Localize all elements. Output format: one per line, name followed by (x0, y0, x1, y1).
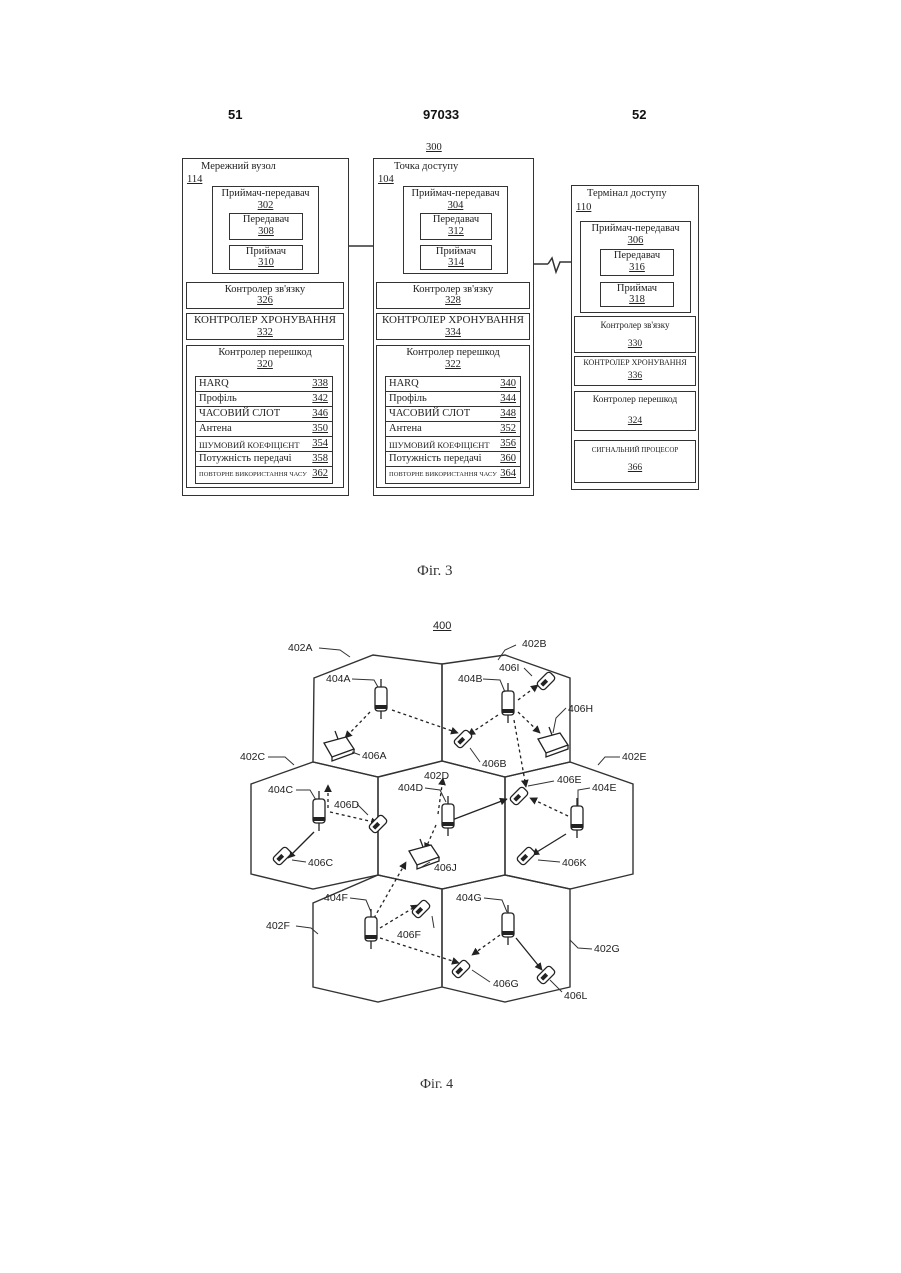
label-404F: 404F (324, 892, 348, 904)
label-406E: 406E (557, 774, 582, 786)
label-402E: 402E (622, 751, 647, 763)
label-402B: 402B (522, 638, 547, 650)
label-402F: 402F (266, 920, 290, 932)
label-406G: 406G (493, 978, 519, 990)
label-406I: 406I (499, 662, 519, 674)
label-402C: 402C (240, 751, 266, 763)
label-402A: 402A (288, 642, 313, 654)
label-406B: 406B (482, 758, 507, 770)
cell-402C (251, 762, 378, 889)
label-404E: 404E (592, 782, 617, 794)
label-406D: 406D (334, 799, 360, 811)
label-404A: 404A (326, 673, 351, 685)
label-406A: 406A (362, 750, 387, 762)
label-404D: 404D (398, 782, 424, 794)
fig4-network-diagram: 402A 402B 402C 402D 402E 402F 402G 404A … (0, 0, 901, 1060)
label-404G: 404G (456, 892, 482, 904)
label-406K: 406K (562, 857, 587, 869)
label-406J: 406J (434, 862, 457, 874)
label-406F: 406F (397, 929, 421, 941)
label-404B: 404B (458, 673, 483, 685)
fig4-caption: Фіг. 4 (420, 1077, 453, 1093)
label-406H: 406H (568, 703, 593, 715)
label-404C: 404C (268, 784, 294, 796)
label-402G: 402G (594, 943, 620, 955)
label-406L: 406L (564, 990, 588, 1002)
label-406C: 406C (308, 857, 334, 869)
label-402D: 402D (424, 770, 450, 782)
